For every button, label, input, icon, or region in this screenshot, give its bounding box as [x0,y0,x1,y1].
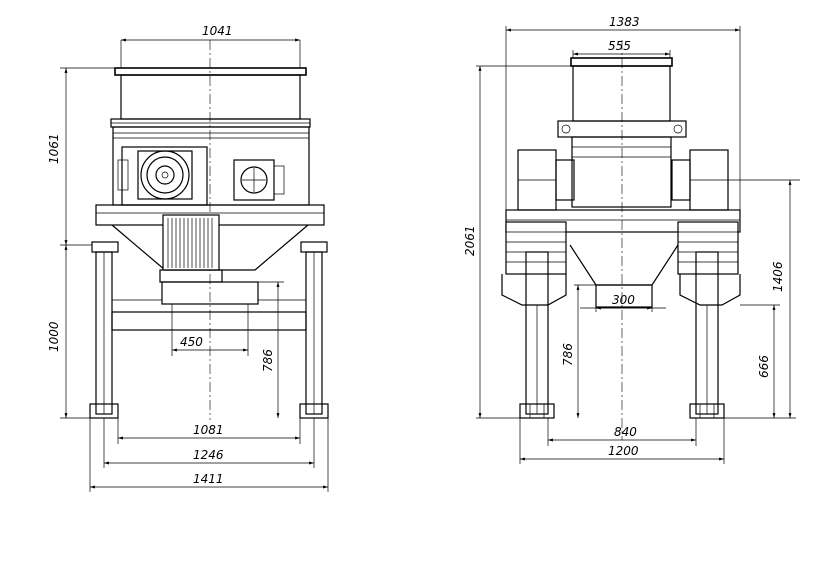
dim-side-total-height: 2061 [463,225,477,256]
dim-front-upper-height: 1061 [47,133,61,164]
front-view: 1041 1061 1000 450 786 1081 1246 1411 [47,24,329,492]
dim-side-motor-base-height: 666 [757,355,771,378]
dim-front-lower-height: 1000 [47,321,61,352]
dim-side-outlet-height: 786 [561,343,575,366]
dim-front-top-width: 1041 [202,24,233,38]
dim-front-foot-mid: 1246 [193,448,224,462]
dim-side-foot-inner: 840 [614,425,637,439]
dim-front-foot-outer: 1411 [193,472,224,486]
dim-side-foot-outer: 1200 [608,444,639,458]
dim-side-outlet-width: 300 [612,293,635,307]
dim-side-hopper-width: 555 [608,39,631,53]
dim-side-axis-height: 1406 [771,261,785,292]
side-view: 1383 555 2061 300 786 1406 666 840 1200 [463,15,800,464]
dim-front-foot-inner: 1081 [193,423,224,437]
dim-front-outlet-height: 786 [261,349,275,372]
dim-side-overall-width: 1383 [609,15,640,29]
dim-front-motor-offset: 450 [180,335,203,349]
